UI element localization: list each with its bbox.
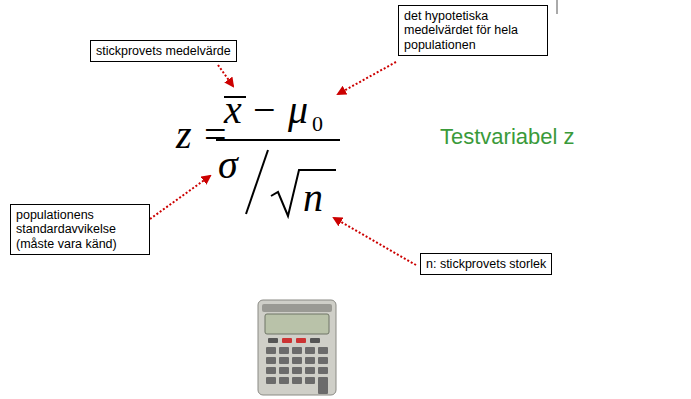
callout-box: det hypotetiska medelvärdet för hela pop…: [398, 5, 548, 56]
leader-line: [338, 62, 396, 94]
callout-text: det hypotetiska medelvärdet för hela pop…: [404, 9, 542, 52]
edge-mark: [557, 0, 558, 14]
formula-variable: z: [176, 115, 192, 155]
formula-variable: n: [303, 178, 323, 218]
calculator-picture: [258, 300, 336, 395]
leader-line: [218, 65, 233, 86]
slash-fraction: [246, 150, 268, 214]
formula-subscript: 0: [312, 113, 323, 135]
formula-variable: μ: [288, 90, 308, 130]
fraction-line: [216, 139, 340, 141]
callout-box: populationens standardavvikelse (måste v…: [10, 204, 150, 255]
callout-box: n: stickprovets storlek: [420, 253, 552, 275]
leader-line: [334, 218, 416, 265]
callout-text: n: stickprovets storlek: [426, 257, 546, 271]
callout-box: stickprovets medelvärde: [90, 40, 237, 62]
test-variable-heading: Testvariabel z: [440, 126, 575, 148]
callout-text: populationens standardavvikelse (måste v…: [16, 208, 144, 251]
formula-operator: −: [253, 90, 276, 130]
formula-variable: x: [224, 90, 242, 130]
leader-line: [150, 176, 210, 219]
callout-text: stickprovets medelvärde: [96, 44, 231, 58]
formula-variable: σ: [218, 145, 238, 185]
